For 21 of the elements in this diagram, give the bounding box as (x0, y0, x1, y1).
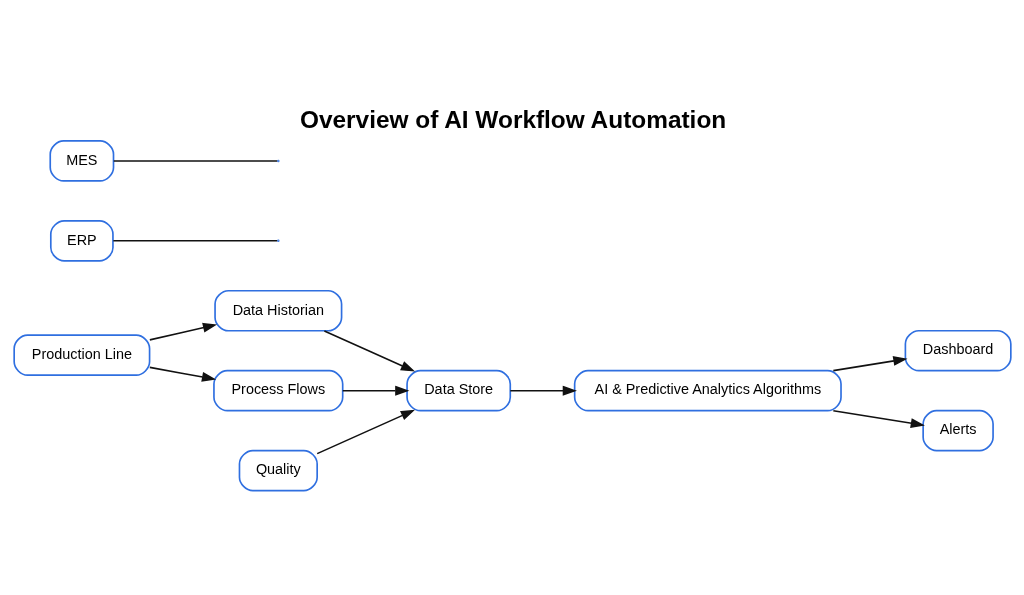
node-box: AI & Predictive Analytics Algorithms (573, 369, 842, 411)
node-box: Process Flows (212, 369, 343, 411)
node-box: Quality (238, 449, 318, 491)
arrow (832, 409, 925, 428)
node-box: Production Line (12, 333, 150, 376)
arrow (832, 355, 907, 371)
node-box: Alerts (921, 409, 994, 451)
node-box: Data Store (405, 369, 511, 411)
connector (112, 159, 278, 162)
diagram-title: Overview of AI Workflow Automation (299, 105, 726, 133)
arrow (315, 409, 415, 454)
arrow (148, 322, 217, 341)
node-box: MES (48, 139, 114, 182)
arrow (341, 385, 409, 396)
arrow (323, 329, 415, 372)
arrow (509, 385, 577, 396)
connector (112, 239, 278, 242)
node-box: Data Historian (213, 289, 342, 332)
node-box: Dashboard (904, 329, 1012, 372)
arrow (148, 366, 216, 382)
node-box: ERP (49, 219, 114, 262)
